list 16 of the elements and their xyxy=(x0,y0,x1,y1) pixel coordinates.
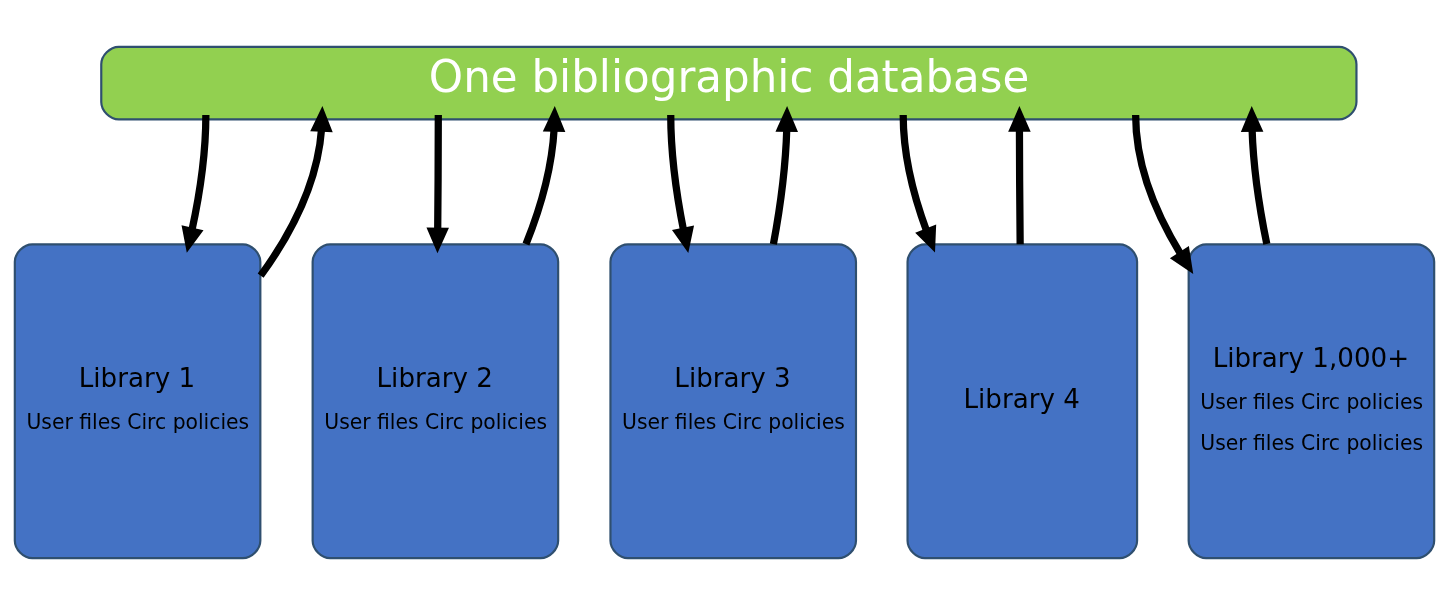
arrow xyxy=(899,115,937,253)
arrow xyxy=(257,106,333,278)
arrow xyxy=(1240,106,1271,245)
arrow xyxy=(1132,115,1194,274)
node-box: Library 2 User files Circ policies xyxy=(311,243,560,560)
arrow xyxy=(1008,106,1031,245)
node-box: One bibliographic database xyxy=(100,45,1358,121)
node-box: Library 1,000+ User files Circ policies User files Circ policies xyxy=(1187,243,1436,560)
arrow xyxy=(426,115,449,254)
node-box: Library 1 User files Circ policies xyxy=(13,243,262,560)
arrow xyxy=(769,106,798,245)
arrow xyxy=(667,115,695,253)
arrow xyxy=(522,106,566,246)
arrow xyxy=(181,115,210,253)
node-box: Library 3 User files Circ policies xyxy=(609,243,858,560)
node-box: Library 4 xyxy=(906,243,1139,560)
